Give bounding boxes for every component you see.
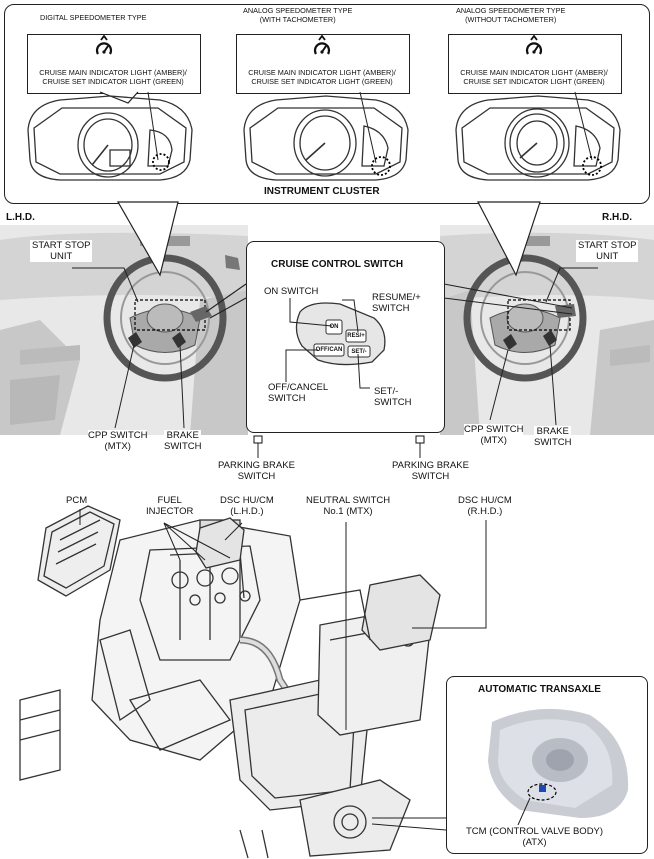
cruise-control-icon (313, 34, 331, 56)
indicator-label-3: CRUISE MAIN INDICATOR LIGHT (AMBER)/ CRU… (460, 68, 608, 86)
parking-brake-icon (415, 435, 425, 444)
cruise-control-switch-heading: CRUISE CONTROL SWITCH (271, 259, 404, 270)
off-cancel-switch-label: OFF/CANCEL SWITCH (268, 382, 329, 404)
parking-brake-switch-left-label: PARKING BRAKE SWITCH (218, 460, 295, 482)
engine-drawing (19, 505, 441, 859)
cruise-control-icon (95, 34, 113, 56)
neutral-switch-label: NEUTRAL SWITCH No.1 (MTX) (306, 495, 391, 517)
cruise-control-icon (525, 34, 543, 56)
lhd-cockpit-drawing (0, 225, 248, 435)
set-switch-label: SET/- SWITCH (374, 386, 412, 408)
indicator-label-1: CRUISE MAIN INDICATOR LIGHT (AMBER)/ CRU… (39, 68, 187, 86)
cluster-title-analog-tach: ANALOG SPEEDOMETER TYPE (WITH TACHOMETER… (243, 6, 353, 24)
rhd-label: R.H.D. (602, 212, 632, 223)
automatic-transaxle-drawing (488, 708, 629, 818)
on-switch-label: ON SWITCH (264, 286, 319, 297)
automatic-transaxle-heading: AUTOMATIC TRANSAXLE (478, 684, 601, 695)
pcm-label: PCM (66, 495, 88, 506)
fuel-injector-label: FUEL INJECTOR (146, 495, 194, 517)
cpp-switch-left-label: CPP SWITCH (MTX) (88, 430, 148, 452)
cpp-switch-right-label: CPP SWITCH (MTX) (464, 424, 524, 446)
on-button: ON (329, 324, 339, 330)
cluster-title-digital: DIGITAL SPEEDOMETER TYPE (40, 13, 147, 22)
parking-brake-switch-right-label: PARKING BRAKE SWITCH (392, 460, 469, 482)
lhd-label: L.H.D. (6, 212, 35, 223)
rhd-cockpit-drawing (440, 225, 654, 435)
automatic-transaxle-panel (446, 676, 648, 854)
brake-switch-left-label: BRAKE SWITCH (164, 430, 202, 452)
start-stop-unit-left-label: START STOP UNIT (30, 240, 93, 262)
tcm-label: TCM (CONTROL VALVE BODY) (ATX) (466, 826, 604, 848)
parking-brake-icon (253, 435, 263, 444)
indicator-callout-3 (448, 34, 622, 94)
start-stop-unit-right-label: START STOP UNIT (576, 240, 639, 262)
brake-switch-right-label: BRAKE SWITCH (534, 426, 572, 448)
dsc-rhd-label: DSC HU/CM (R.H.D.) (458, 495, 512, 517)
resume-switch-label: RESUME/+ SWITCH (372, 292, 421, 314)
dsc-lhd-label: DSC HU/CM (L.H.D.) (220, 495, 274, 517)
instrument-cluster-heading: INSTRUMENT CLUSTER (264, 186, 380, 197)
off-cancel-button: OFF/CAN (315, 347, 343, 353)
indicator-label-2: CRUISE MAIN INDICATOR LIGHT (AMBER)/ CRU… (248, 68, 396, 86)
cluster-title-analog-notach: ANALOG SPEEDOMETER TYPE (WITHOUT TACHOME… (456, 6, 566, 24)
set-button: SET/- (351, 349, 367, 355)
res-button: RES/+ (347, 333, 365, 339)
